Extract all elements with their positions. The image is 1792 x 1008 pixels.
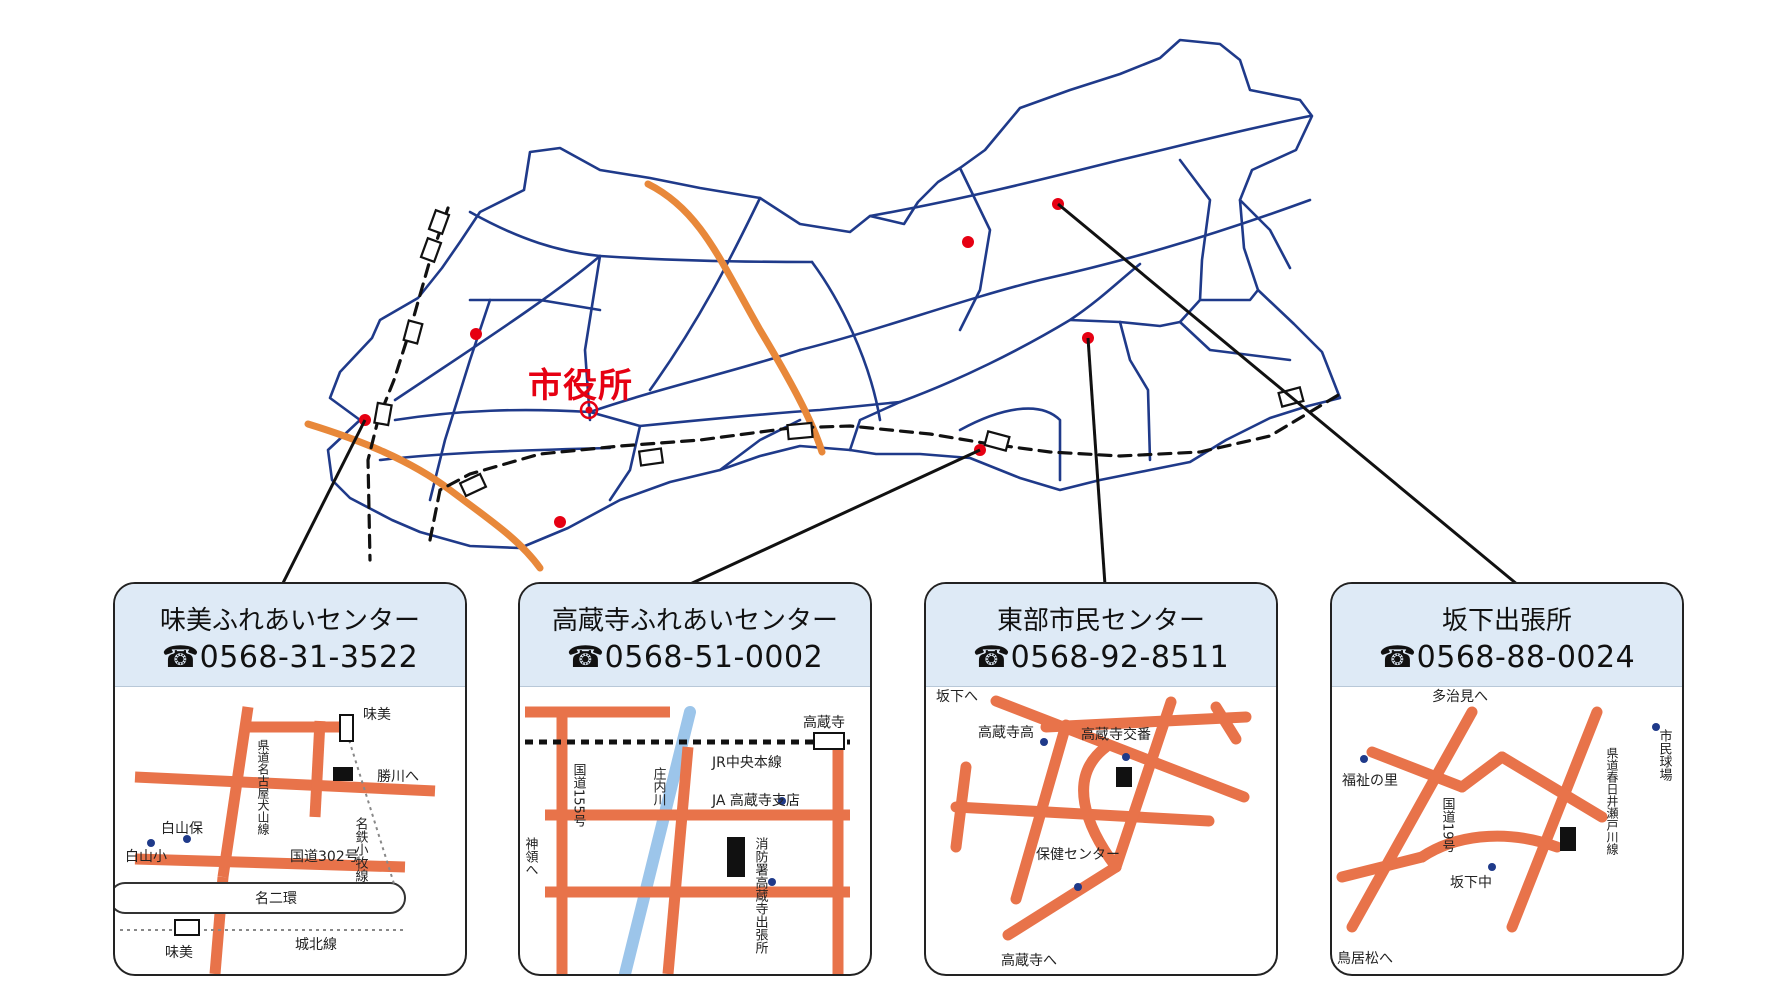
label-kozoji-to: 高蔵寺へ	[1001, 952, 1057, 969]
label-katsukawa: 勝川へ	[377, 769, 419, 785]
facility-building	[333, 767, 353, 781]
label-koban: 高蔵寺交番	[1081, 726, 1151, 743]
facility-phone[interactable]: ☎0568-31-3522	[161, 640, 419, 675]
label-hakusan-sho: 白山小	[125, 849, 167, 865]
leader-line-kozoji	[687, 448, 981, 587]
access-map-sakashita: 多治見へ 福祉の里 国道19号 坂下中 鳥居松へ 市民球場 県道春日井瀬戸川線	[1336, 688, 1673, 967]
station-7	[786, 421, 814, 441]
label-river: 庄内川	[651, 766, 667, 806]
station-3	[402, 319, 424, 345]
label-hakusan-ho: 白山保	[161, 821, 203, 837]
facility-name: 東部市民センター	[996, 606, 1205, 636]
label-kamiryo: 神領へ	[523, 837, 539, 876]
leader-line-sakashita	[1057, 202, 1519, 587]
label-fire: 消防署高蔵寺出張所	[753, 837, 769, 954]
facility-name: 坂下出張所	[1441, 606, 1572, 636]
label-ja: JA 高蔵寺支店	[711, 792, 800, 809]
facility-marker	[470, 328, 482, 340]
label-sakashita: 坂下へ	[936, 689, 978, 705]
expressway-east	[644, 180, 826, 456]
label-toriimatsu: 鳥居松へ	[1337, 951, 1393, 967]
leader-line-tobu	[1086, 337, 1107, 586]
label-kozoji: 高蔵寺	[803, 714, 845, 731]
facility-building	[727, 837, 745, 877]
facility-name: 高蔵寺ふれあいセンター	[551, 606, 838, 636]
access-map-ajima: 白山保 白山小 国道302号 名二環 味美 城北線 味美 勝川へ 名鉄小牧線 県…	[115, 706, 436, 974]
access-map-kozoji: 高蔵寺 JR中央本線 国道155号 庄内川 JA 高蔵寺支店 神領へ 消防署高蔵…	[523, 706, 850, 974]
label-route19: 国道19号	[1440, 797, 1456, 853]
leader-line-ajima	[280, 419, 367, 586]
railway-main	[428, 392, 1342, 542]
station-1	[427, 208, 451, 236]
label-hoken: 保健センター	[1036, 847, 1120, 863]
facility-phone[interactable]: ☎0568-88-0024	[1378, 640, 1636, 675]
facility-name: 味美ふれあいセンター	[159, 606, 420, 636]
label-meitetsu: 名鉄小牧線	[353, 816, 369, 882]
access-map-tobu: 坂下へ 高蔵寺高 高蔵寺交番 保健センター 高蔵寺へ	[936, 689, 1252, 969]
city-hall-label: 市役所	[528, 366, 633, 406]
facility-panel-ajima: 味美ふれあいセンター ☎0568-31-3522 白山保 白山小 国道302号 …	[113, 582, 467, 976]
label-shimin-kyujo: 市民球場	[1657, 728, 1673, 781]
label-route302: 国道302号	[290, 849, 359, 865]
label-kozoji-high: 高蔵寺高	[978, 724, 1034, 741]
station-2	[419, 236, 443, 264]
facility-building	[1560, 827, 1576, 851]
panel-header: 坂下出張所 ☎0568-88-0024	[1332, 584, 1682, 687]
facility-marker	[962, 236, 974, 248]
label-station-top: 味美	[363, 707, 391, 723]
facility-marker	[554, 516, 566, 528]
label-jr: JR中央本線	[711, 755, 782, 771]
facility-panel-sakashita: 坂下出張所 ☎0568-88-0024 多治見へ 福祉の里 国道19号 坂下中 …	[1330, 582, 1684, 976]
panel-header: 東部市民センター ☎0568-92-8511	[926, 584, 1276, 687]
label-station: 味美	[165, 945, 193, 961]
facility-phone[interactable]: ☎0568-92-8511	[972, 640, 1230, 675]
facility-panel-kozoji: 高蔵寺ふれあいセンター ☎0568-51-0002 高蔵寺 JR中央本線 国道1…	[518, 582, 872, 976]
panel-header: 味美ふれあいセンター ☎0568-31-3522	[115, 584, 465, 687]
station-5	[458, 472, 488, 498]
city-hall-icon	[579, 400, 599, 420]
label-meinikan: 名二環	[255, 891, 297, 907]
label-kendo: 県道名古屋犬山線	[256, 739, 270, 835]
facility-building	[1116, 767, 1132, 787]
label-kendo: 県道春日井瀬戸川線	[1605, 747, 1619, 855]
facility-panel-tobu: 東部市民センター ☎0568-92-8511 坂下へ 高蔵寺高 高蔵寺交番 保健…	[924, 582, 1278, 976]
label-route155: 国道155号	[571, 763, 587, 827]
label-tajimi: 多治見へ	[1432, 688, 1488, 705]
city-boundary	[326, 38, 1342, 550]
railway-north	[366, 206, 450, 562]
station-6	[637, 447, 665, 467]
label-joshoku: 城北線	[295, 937, 337, 953]
label-fukushi: 福祉の里	[1342, 773, 1398, 789]
label-sakashita-chu: 坂下中	[1450, 875, 1492, 891]
expressway-west	[304, 420, 544, 572]
panel-header: 高蔵寺ふれあいセンター ☎0568-51-0002	[520, 584, 870, 687]
station-8	[983, 430, 1011, 452]
facility-phone[interactable]: ☎0568-51-0002	[566, 640, 824, 675]
station-4	[373, 401, 393, 427]
